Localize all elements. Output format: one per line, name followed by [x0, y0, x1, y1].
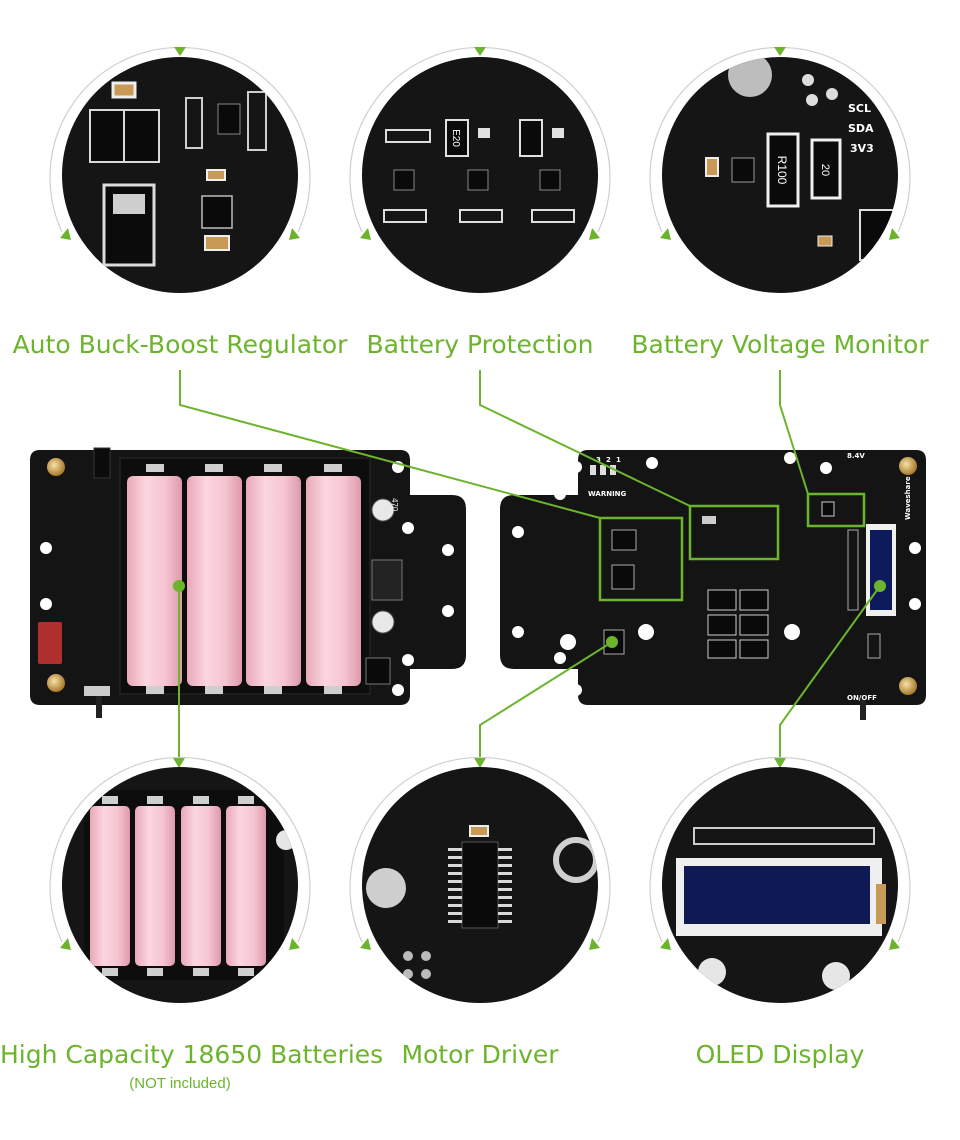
svg-text:3: 3: [596, 456, 601, 464]
svg-text:WARNING: WARNING: [588, 490, 627, 498]
svg-text:Waveshare: Waveshare: [904, 476, 912, 520]
svg-text:SDA: SDA: [848, 122, 874, 135]
zoom-battery-protection: E20: [349, 46, 611, 293]
zoom-motor-driver: [349, 756, 611, 1003]
zoom-batteries: [49, 756, 311, 1003]
svg-text:SCL: SCL: [848, 102, 871, 115]
protection-ic-icon: E20: [383, 119, 575, 223]
label-regulator: Auto Buck-Boost Regulator: [12, 330, 348, 359]
svg-text:ON/OFF: ON/OFF: [847, 694, 877, 702]
regulator-chip-icon: [89, 81, 267, 267]
svg-text:3V3: 3V3: [850, 142, 874, 155]
svg-text:2: 2: [606, 456, 611, 464]
svg-text:R100: R100: [775, 156, 789, 185]
voltage-monitor-icon: R100 20 SCL SDA 3V3: [705, 57, 898, 261]
callout-lines: [178, 370, 881, 758]
svg-text:8.4V: 8.4V: [847, 452, 865, 460]
battery-cells: [127, 464, 361, 694]
battery-board: 470: [30, 447, 466, 718]
label-battery-protection: Battery Protection: [366, 330, 594, 359]
svg-text:20: 20: [819, 164, 831, 176]
svg-text:470: 470: [390, 498, 399, 512]
label-batteries: High Capacity 18650 Batteries: [0, 1040, 384, 1069]
controller-board: 3 2 1 WARNING 8.4V ON/OFF Waveshare: [500, 450, 926, 720]
svg-text:1: 1: [616, 456, 621, 464]
zoom-regulator: [49, 46, 311, 293]
zoom-voltage-monitor: R100 20 SCL SDA 3V3: [649, 46, 911, 293]
svg-text:E20: E20: [450, 129, 461, 147]
label-batteries-note: (NOT included): [129, 1075, 231, 1092]
label-voltage-monitor: Battery Voltage Monitor: [631, 330, 929, 359]
zoom-oled: [649, 756, 911, 1003]
battery-icon: [84, 790, 296, 980]
motor-driver-chip-icon: [366, 825, 598, 979]
label-oled: OLED Display: [695, 1040, 865, 1069]
label-motor-driver: Motor Driver: [401, 1040, 559, 1069]
